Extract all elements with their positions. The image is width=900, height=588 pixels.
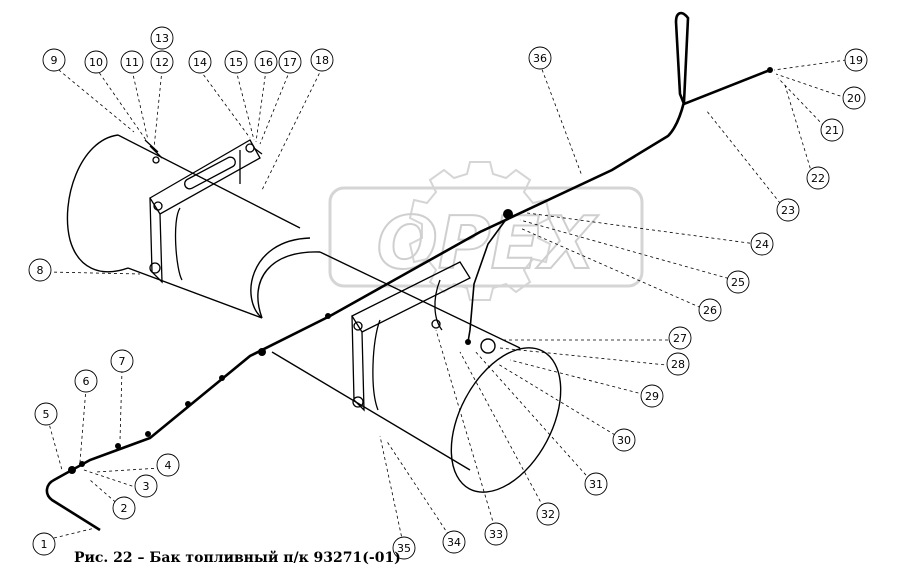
svg-text:18: 18	[315, 54, 329, 67]
svg-text:21: 21	[825, 124, 839, 137]
svg-text:1: 1	[41, 538, 48, 551]
callout-25: 25	[726, 270, 750, 294]
callout-26: 26	[698, 298, 722, 322]
svg-text:17: 17	[283, 56, 297, 69]
callout-8: 8	[28, 258, 52, 282]
svg-text:27: 27	[673, 332, 687, 345]
svg-text:28: 28	[671, 358, 685, 371]
tank-rear-front-edge	[250, 237, 311, 319]
svg-text:19: 19	[849, 54, 863, 67]
svg-text:14: 14	[193, 56, 207, 69]
tank-rear-end-cap	[66, 134, 129, 273]
watermark-frame	[328, 186, 644, 288]
callout-16: 16	[254, 50, 278, 74]
fuel-line	[45, 11, 771, 532]
leader-lines	[47, 59, 847, 549]
callout-21: 21	[820, 118, 844, 142]
svg-text:7: 7	[119, 355, 126, 368]
svg-text:30: 30	[617, 434, 631, 447]
callout-4: 4	[156, 453, 180, 477]
callout-9: 9	[42, 48, 66, 72]
figure-caption: Рис. 22 – Бак топливный п/к 93271(-01)	[74, 550, 401, 566]
callout-15: 15	[224, 50, 248, 74]
svg-text:3: 3	[143, 480, 150, 493]
callouts: 1 2 3 4 5 6 7 8 9 10 11 12 13 14 15 16 1…	[28, 26, 868, 560]
callout-30: 30	[612, 428, 636, 452]
callout-17: 17	[278, 50, 302, 74]
svg-text:31: 31	[589, 478, 603, 491]
svg-text:33: 33	[489, 528, 503, 541]
tank-rear	[66, 134, 311, 319]
svg-text:8: 8	[37, 264, 44, 277]
callout-6: 6	[74, 369, 98, 393]
svg-text:15: 15	[229, 56, 243, 69]
svg-text:35: 35	[397, 542, 411, 555]
callout-11: 11	[120, 50, 144, 74]
tank-front-end-cap	[450, 347, 562, 493]
fuel-pipe	[45, 11, 771, 532]
callout-12: 12	[150, 50, 174, 74]
bracket-front	[351, 261, 471, 412]
tank-front	[257, 251, 562, 493]
callout-27: 27	[668, 326, 692, 350]
svg-text:20: 20	[847, 92, 861, 105]
callout-7: 7	[110, 349, 134, 373]
callout-13: 13	[150, 26, 174, 50]
svg-text:2: 2	[121, 502, 128, 515]
callout-28: 28	[666, 352, 690, 376]
callout-31: 31	[584, 472, 608, 496]
callout-32: 32	[536, 502, 560, 526]
svg-text:26: 26	[703, 304, 717, 317]
tank-front-body-top	[319, 251, 521, 349]
callout-24: 24	[750, 232, 774, 256]
callout-3: 3	[134, 474, 158, 498]
fuel-pipe-branch	[467, 213, 511, 343]
svg-text:23: 23	[781, 204, 795, 217]
svg-text:36: 36	[533, 52, 547, 65]
callout-33: 33	[484, 522, 508, 546]
callout-23: 23	[776, 198, 800, 222]
svg-text:34: 34	[447, 536, 461, 549]
callout-5: 5	[34, 402, 58, 426]
svg-text:32: 32	[541, 508, 555, 521]
svg-text:6: 6	[83, 375, 90, 388]
callout-1: 1	[32, 532, 56, 556]
svg-text:5: 5	[43, 408, 50, 421]
svg-text:24: 24	[755, 238, 769, 251]
callout-20: 20	[842, 86, 866, 110]
svg-text:22: 22	[811, 172, 825, 185]
callout-35: 35	[392, 536, 416, 560]
callout-34: 34	[442, 530, 466, 554]
svg-text:16: 16	[259, 56, 273, 69]
tank-rear-body-bottom	[127, 267, 263, 319]
tank-rear-body-top	[117, 134, 301, 229]
svg-text:10: 10	[89, 56, 103, 69]
svg-text:9: 9	[51, 54, 58, 67]
tank-front-rear-edge	[257, 251, 321, 319]
callout-10: 10	[84, 50, 108, 74]
callout-14: 14	[188, 50, 212, 74]
callout-19: 19	[844, 48, 868, 72]
bracket-rear	[144, 139, 263, 284]
svg-text:11: 11	[125, 56, 139, 69]
svg-text:13: 13	[155, 32, 169, 45]
callout-29: 29	[640, 384, 664, 408]
svg-text:29: 29	[645, 390, 659, 403]
svg-text:25: 25	[731, 276, 745, 289]
tank-front-body-bottom	[271, 351, 471, 471]
callout-36: 36	[528, 46, 552, 70]
svg-text:12: 12	[155, 56, 169, 69]
pipe-clamps	[68, 67, 773, 474]
callout-22: 22	[806, 166, 830, 190]
watermark-gear-icon	[408, 161, 552, 301]
callout-18: 18	[310, 48, 334, 72]
svg-text:4: 4	[165, 459, 172, 472]
callout-2: 2	[112, 496, 136, 520]
